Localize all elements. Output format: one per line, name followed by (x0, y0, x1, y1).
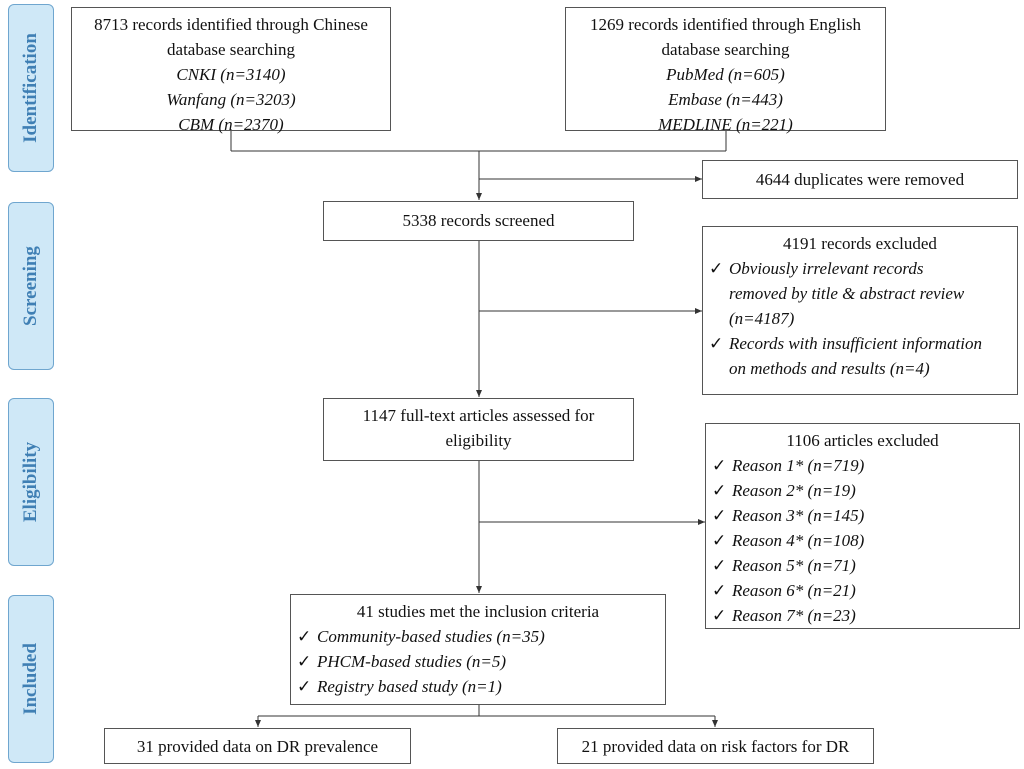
articles-excluded-item-text: Reason 4* (n=108) (732, 531, 865, 550)
records-excluded-item-2-line1: Records with insufficient information (729, 334, 982, 353)
records-excluded-item-2: ✓ Records with insufficient information … (709, 331, 1011, 381)
included-item-text: PHCM-based studies (n=5) (317, 652, 507, 671)
risk-factors-box: 21 provided data on risk factors for DR (557, 728, 874, 764)
records-excluded-item-1-line1: Obviously irrelevant records (729, 259, 924, 278)
check-icon: ✓ (712, 456, 727, 475)
articles-excluded-item-text: Reason 1* (n=719) (732, 456, 865, 475)
check-icon: ✓ (712, 556, 727, 575)
english-database-box: 1269 records identified through English … (565, 7, 886, 134)
chinese-db-title-line2: database searching (167, 40, 295, 59)
articles-excluded-item-5: ✓ Reason 5* (n=71) (712, 553, 1013, 578)
stage-screening: Screening (8, 202, 54, 370)
articles-excluded-item-1: ✓ Reason 1* (n=719) (712, 453, 1013, 478)
articles-excluded-item-2: ✓ Reason 2* (n=19) (712, 478, 1013, 503)
check-icon: ✓ (712, 606, 727, 625)
included-item-text: Community-based studies (n=35) (317, 627, 545, 646)
articles-excluded-box: 1106 articles excluded ✓ Reason 1* (n=719… (705, 423, 1020, 629)
prevalence-box: 31 provided data on DR prevalence (104, 728, 411, 764)
english-db-pubmed: PubMed (n=605) (666, 65, 785, 84)
articles-excluded-item-text: Reason 6* (n=21) (732, 581, 856, 600)
full-text-box: 1147 full-text articles assessed for eli… (323, 398, 634, 461)
records-excluded-item-2-line2: on methods and results (n=4) (729, 359, 930, 378)
articles-excluded-title: 1106 articles excluded (786, 431, 939, 450)
prevalence-text: 31 provided data on DR prevalence (136, 737, 379, 756)
duplicates-box: 4644 duplicates were removed (702, 160, 1018, 199)
records-excluded-title: 4191 records excluded (783, 234, 937, 253)
records-excluded-item-1: ✓ Obviously irrelevant records removed b… (709, 256, 1011, 331)
chinese-db-cnki: CNKI (n=3140) (176, 65, 286, 84)
full-text-line1: 1147 full-text articles assessed for (362, 406, 595, 425)
check-icon: ✓ (712, 506, 727, 525)
risk-factors-text: 21 provided data on risk factors for DR (581, 737, 850, 756)
english-db-medline: MEDLINE (n=221) (658, 115, 793, 134)
check-icon: ✓ (709, 259, 724, 278)
english-db-title-line2: database searching (661, 40, 790, 59)
check-icon: ✓ (297, 677, 312, 696)
records-excluded-box: 4191 records excluded ✓ Obviously irrele… (702, 226, 1018, 395)
articles-excluded-item-3: ✓ Reason 3* (n=145) (712, 503, 1013, 528)
english-db-embase: Embase (n=443) (668, 90, 783, 109)
english-db-title-line1: 1269 records identified through English (589, 15, 861, 34)
check-icon: ✓ (712, 481, 727, 500)
articles-excluded-item-text: Reason 7* (n=23) (732, 606, 856, 625)
check-icon: ✓ (709, 334, 724, 353)
articles-excluded-item-text: Reason 2* (n=19) (732, 481, 856, 500)
check-icon: ✓ (297, 652, 312, 671)
included-item-text: Registry based study (n=1) (317, 677, 502, 696)
records-screened-box: 5338 records screened (323, 201, 634, 241)
included-title: 41 studies met the inclusion criteria (356, 602, 600, 621)
articles-excluded-item-7: ✓ Reason 7* (n=23) (712, 603, 1013, 628)
stage-eligibility: Eligibility (8, 398, 54, 566)
included-item-2: ✓ PHCM-based studies (n=5) (297, 649, 659, 674)
records-excluded-item-1-line3: (n=4187) (729, 309, 795, 328)
articles-excluded-item-text: Reason 3* (n=145) (732, 506, 865, 525)
records-screened-text: 5338 records screened (402, 211, 555, 230)
check-icon: ✓ (712, 581, 727, 600)
check-icon: ✓ (297, 627, 312, 646)
articles-excluded-item-6: ✓ Reason 6* (n=21) (712, 578, 1013, 603)
records-excluded-item-1-line2: removed by title & abstract review (729, 284, 965, 303)
chinese-db-wanfang: Wanfang (n=3203) (166, 90, 296, 109)
included-box: 41 studies met the inclusion criteria ✓ C… (290, 594, 666, 705)
check-icon: ✓ (712, 531, 727, 550)
chinese-db-title-line1: 8713 records identified through Chinese (94, 15, 368, 34)
stage-identification: Identification (8, 4, 54, 172)
stage-included: Included (8, 595, 54, 763)
chinese-database-box: 8713 records identified through Chinese … (71, 7, 391, 134)
chinese-db-cbm: CBM (n=2370) (178, 115, 284, 134)
articles-excluded-item-text: Reason 5* (n=71) (732, 556, 856, 575)
duplicates-text: 4644 duplicates were removed (755, 170, 965, 189)
included-item-3: ✓ Registry based study (n=1) (297, 674, 659, 699)
full-text-line2: eligibility (445, 431, 512, 450)
articles-excluded-item-4: ✓ Reason 4* (n=108) (712, 528, 1013, 553)
included-item-1: ✓ Community-based studies (n=35) (297, 624, 659, 649)
